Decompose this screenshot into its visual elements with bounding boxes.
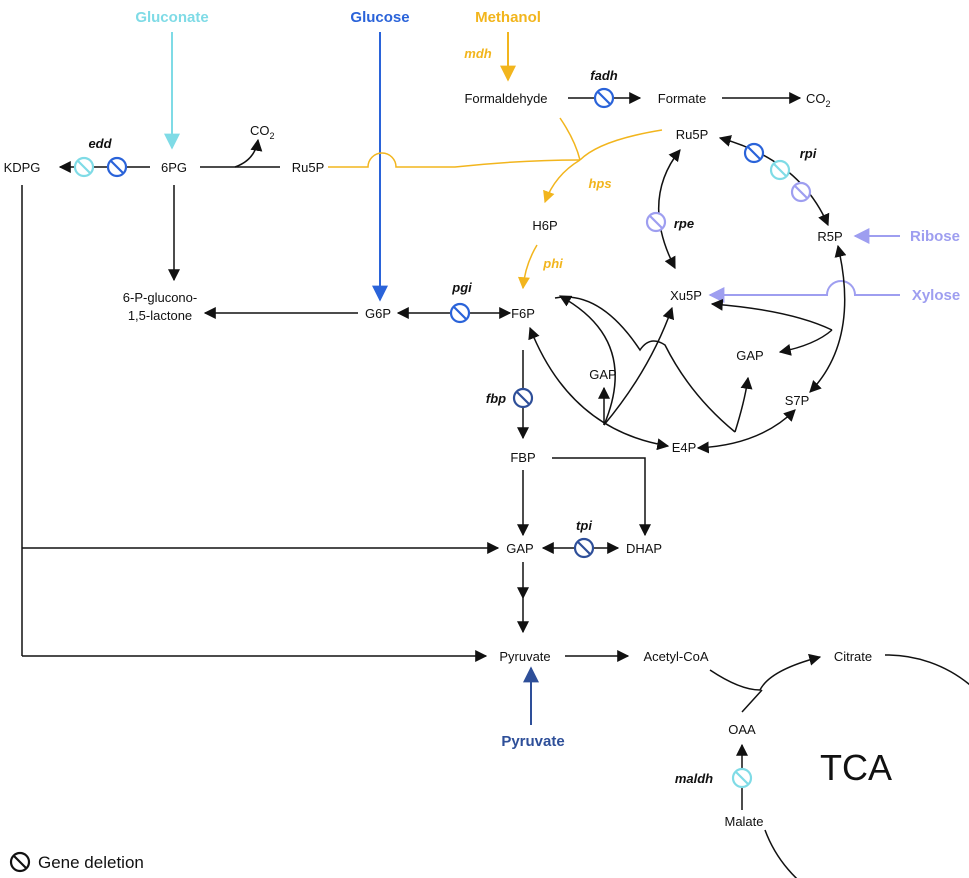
- tca-cycle-circle: [764, 654, 969, 878]
- enzyme-edd: edd: [88, 136, 112, 151]
- metabolite-g6p: G6P: [365, 306, 391, 321]
- substrate-gluconate: Gluconate: [135, 9, 208, 26]
- oaa-citrate-line: [741, 689, 763, 713]
- metabolite-lactone-line2: 1,5-lactone: [128, 308, 192, 323]
- gene-deletion-icon: [9, 851, 31, 873]
- substrate-labels: Gluconate Glucose Methanol Ribose Xylose…: [135, 9, 960, 750]
- tk-f6p-loop-arrow: [558, 295, 616, 426]
- metabolite-gap-main: GAP: [506, 541, 533, 556]
- edd-deletion-icon-light: [73, 156, 95, 178]
- enzyme-phi: phi: [542, 256, 563, 271]
- enzyme-labels: edd mdh fadh hps phi rpi rpe pgi fbp tpi…: [88, 46, 816, 786]
- ru5p-right-hps-line: [579, 129, 663, 161]
- substrate-ribose: Ribose: [910, 228, 960, 245]
- metabolite-tca: TCA: [820, 747, 892, 788]
- co2-release-arrow: [234, 138, 263, 168]
- metabolite-r5p: R5P: [817, 229, 842, 244]
- rpi-deletion-icon-light: [769, 159, 791, 181]
- enzyme-mdh: mdh: [464, 46, 492, 61]
- substrate-feeds: [164, 32, 900, 725]
- metabolite-fbp: FBP: [510, 450, 535, 465]
- legend: Gene deletion: [9, 851, 144, 873]
- metabolite-gap-right: GAP: [736, 348, 763, 363]
- metabolite-formate: Formate: [658, 91, 706, 106]
- metabolite-labels: KDPG 6PG CO2 Ru5P 6-P-glucono- 1,5-lacto…: [4, 91, 892, 829]
- enzyme-fadh: fadh: [590, 68, 618, 83]
- tk-gap-right-arrow: [734, 376, 753, 433]
- metabolite-gap-mid: GAP: [589, 367, 616, 382]
- metabolite-lactone-line1: 6-P-glucono-: [123, 290, 197, 305]
- metabolite-s7p: S7P: [785, 393, 810, 408]
- substrate-methanol: Methanol: [475, 9, 541, 26]
- rpi-deletion-icon-blue: [743, 142, 765, 164]
- metabolite-ru5p-left: Ru5P: [292, 160, 325, 175]
- metabolite-oaa: OAA: [728, 722, 756, 737]
- deletion-icons: [73, 87, 812, 789]
- enzyme-rpi: rpi: [800, 146, 817, 161]
- metabolite-f6p: F6P: [511, 306, 535, 321]
- phi-h6p-f6p-arrow: [517, 244, 538, 290]
- acetylcoa-citrate-arrow: [709, 653, 822, 691]
- fadh-deletion-icon: [593, 87, 615, 109]
- rpi-deletion-icon-lavender: [790, 181, 812, 203]
- fbp-deletion-icon: [512, 387, 534, 409]
- maldh-deletion-icon: [731, 767, 753, 789]
- metabolite-malate: Malate: [724, 814, 763, 829]
- enzyme-rpe: rpe: [674, 216, 694, 231]
- pgi-deletion-icon: [449, 302, 471, 324]
- substrate-glucose: Glucose: [350, 9, 409, 26]
- metabolite-formaldehyde: Formaldehyde: [464, 91, 547, 106]
- metabolite-e4p: E4P: [672, 440, 697, 455]
- tk-cross-arc: [554, 296, 736, 433]
- metabolite-dhap: DHAP: [626, 541, 662, 556]
- s7p-e4p-arrow: [696, 409, 796, 454]
- metabolite-6pg: 6PG: [161, 160, 187, 175]
- xylose-feed-arrow: [708, 280, 900, 303]
- enzyme-maldh: maldh: [675, 771, 713, 786]
- enzyme-tpi: tpi: [576, 518, 592, 533]
- metabolite-ru5p-right: Ru5P: [676, 127, 709, 142]
- tpi-deletion-icon: [573, 537, 595, 559]
- metabolite-kdpg: KDPG: [4, 160, 41, 175]
- rpe-deletion-icon: [645, 211, 667, 233]
- ru5p-xu5p-arrow: [658, 149, 681, 270]
- metabolite-co2-right: CO2: [806, 91, 831, 109]
- substrate-pyruvate: Pyruvate: [501, 733, 564, 750]
- enzyme-fbp: fbp: [486, 391, 506, 406]
- fbp-dhap-arrow: [552, 457, 651, 537]
- legend-label: Gene deletion: [38, 853, 144, 872]
- metabolite-citrate: Citrate: [834, 649, 872, 664]
- enzyme-pgi: pgi: [451, 280, 472, 295]
- enzyme-hps: hps: [588, 176, 611, 191]
- metabolite-h6p: H6P: [532, 218, 557, 233]
- formaldehyde-hps-line: [559, 117, 581, 161]
- tk-xu5p-arrow: [603, 306, 675, 426]
- r5p-s7p-arrow: [809, 244, 847, 393]
- e4p-f6p-arrow: [528, 326, 670, 451]
- metabolite-acetyl-coa: Acetyl-CoA: [643, 649, 708, 664]
- tk-gap-right-feed-arrow: [778, 329, 833, 356]
- edd-deletion-icon-blue: [106, 156, 128, 178]
- tk-xu5p-right-arrow: [710, 298, 833, 331]
- hps-h6p-arrow: [543, 159, 581, 204]
- substrate-xylose: Xylose: [912, 287, 960, 304]
- metabolite-xu5p: Xu5P: [670, 288, 702, 303]
- reaction-lines: [21, 92, 969, 878]
- methanol-pathway-lines: [328, 117, 663, 290]
- metabolite-pyruvate: Pyruvate: [499, 649, 550, 664]
- ru5p-left-hps-line: [328, 152, 581, 168]
- metabolite-co2-left: CO2: [250, 123, 275, 141]
